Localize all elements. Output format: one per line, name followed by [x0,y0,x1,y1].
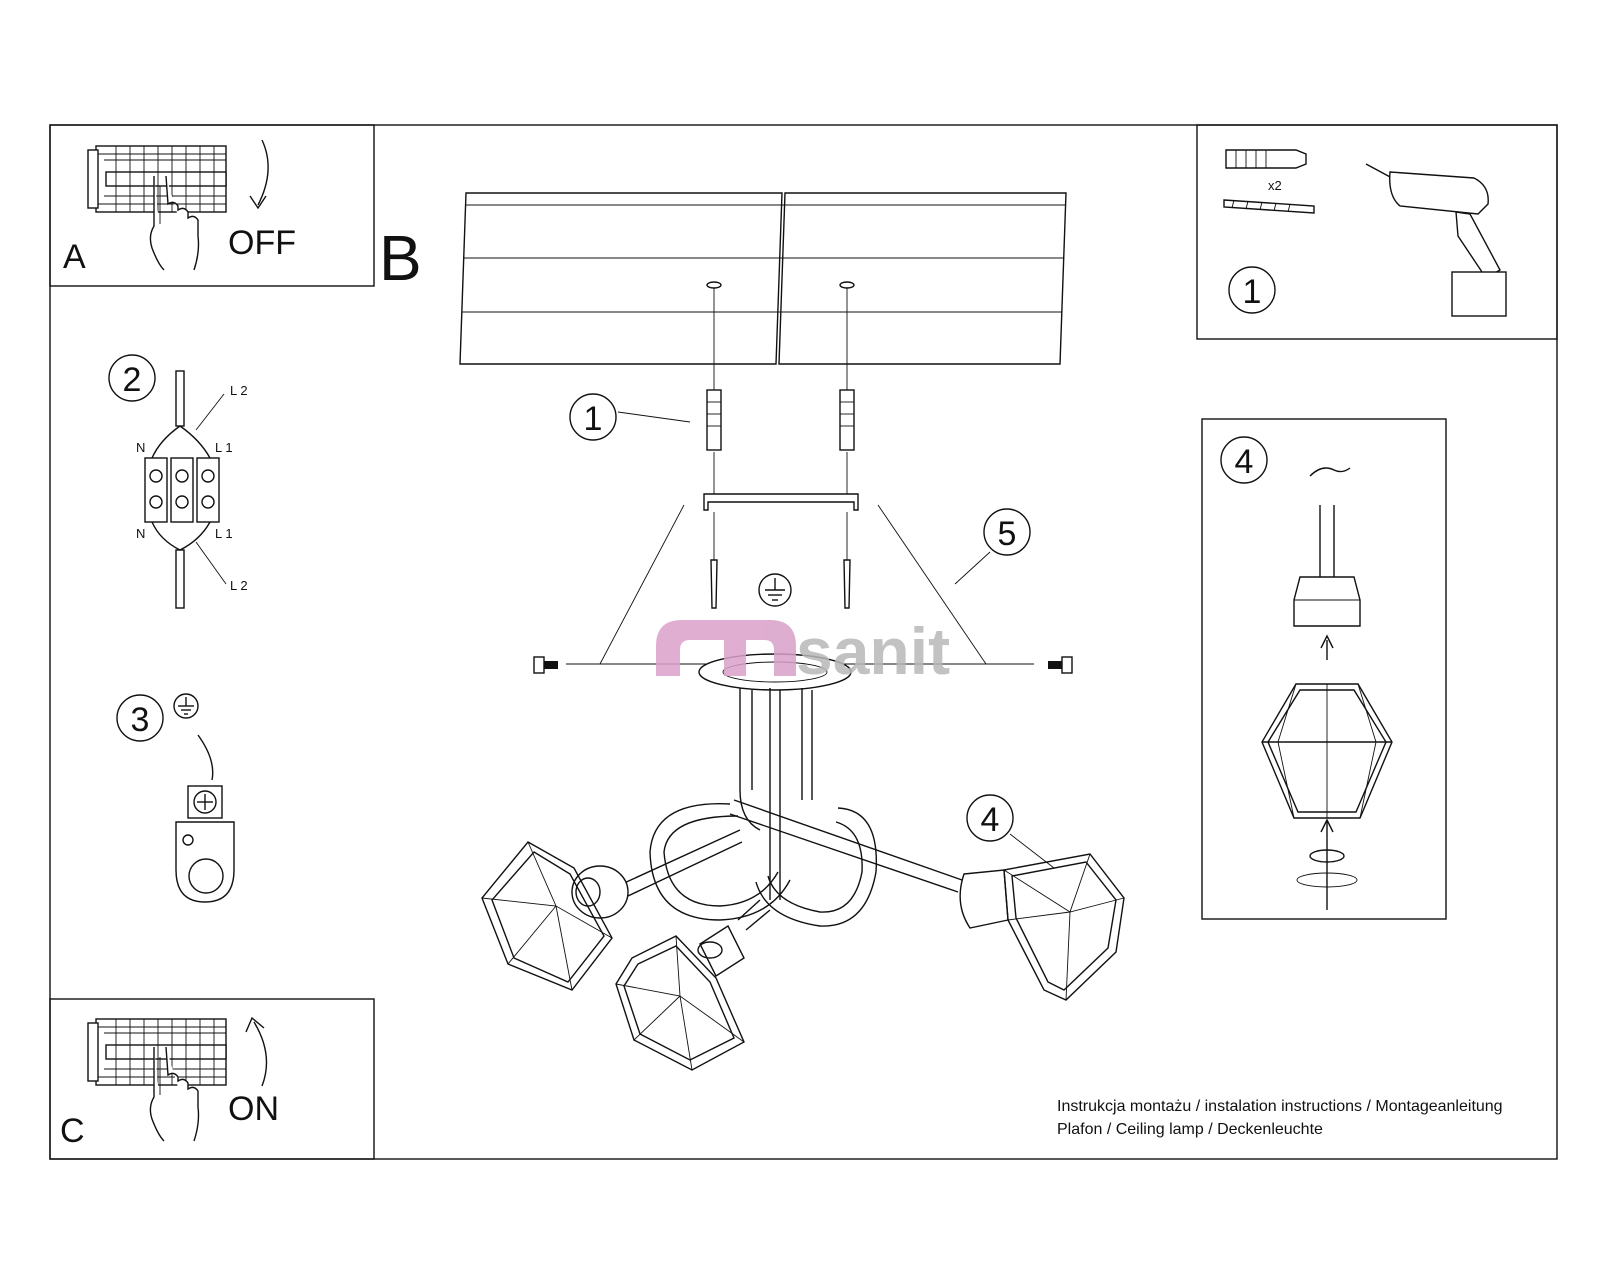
screw-icon [1223,199,1315,214]
watermark-text: sanit [796,614,950,688]
drill-icon [1365,163,1507,317]
caption-title: Instrukcja montażu / instalation instruc… [1057,1098,1503,1115]
earth-step-number: 3 [131,701,150,739]
watermark-logo: sanit [656,614,950,688]
lamp-shade-right [959,853,1125,1001]
panel-b: B 1 [379,192,1125,1071]
wiring-diagram: 2 L 2 L 1 N N L 1 L 2 [108,354,248,609]
terminal-label: N [136,526,145,541]
circuit-breaker-icon [87,145,227,213]
step-b-letter: B [379,222,422,294]
callout-anchor: 1 [584,400,603,438]
wall-plug-icon [706,389,855,451]
circuit-breaker-icon [87,1018,227,1086]
cable-icon [1309,467,1351,477]
lamp-shade-left [481,841,629,991]
caption-subtitle: Plafon / Ceiling lamp / Deckenleuchte [1057,1121,1323,1138]
off-label: OFF [228,224,296,262]
earth-connection: 3 [116,693,235,903]
panel-c: C ON [49,998,375,1160]
mounting-bracket [703,493,859,511]
wall-plug-icon [1225,149,1307,169]
sheet-frame [49,124,1558,1160]
tools-panel: x2 1 [1196,124,1558,340]
callout-canopy: 5 [998,515,1017,553]
ceiling-board [459,192,1067,365]
watermark-logo-icon [656,620,796,676]
terminal-label: L 2 [230,578,248,593]
wiring-step-number: 2 [123,361,142,399]
on-label: ON [228,1090,279,1128]
curved-arrow-icon [253,1021,268,1087]
shade-panel: 4 [1201,418,1447,920]
lamp-shade-middle [615,924,745,1071]
terminal-label: N [136,440,145,455]
curved-arrow-icon [257,139,269,206]
side-screw [533,656,1073,674]
earth-symbol-icon [173,693,199,719]
terminal-label: L 1 [215,526,233,541]
shade-step-number: 4 [1235,443,1254,481]
panel-a: A OFF [49,124,375,287]
screw-icon [710,559,851,609]
callout-shade: 4 [981,801,1000,839]
terminal-label: L 2 [230,383,248,398]
earth-symbol-icon [758,573,792,607]
tools-step-number: 1 [1243,273,1262,311]
quantity-label: x2 [1268,178,1282,193]
step-a-letter: A [63,238,86,276]
terminal-label: L 1 [215,440,233,455]
step-c-letter: C [60,1112,85,1150]
